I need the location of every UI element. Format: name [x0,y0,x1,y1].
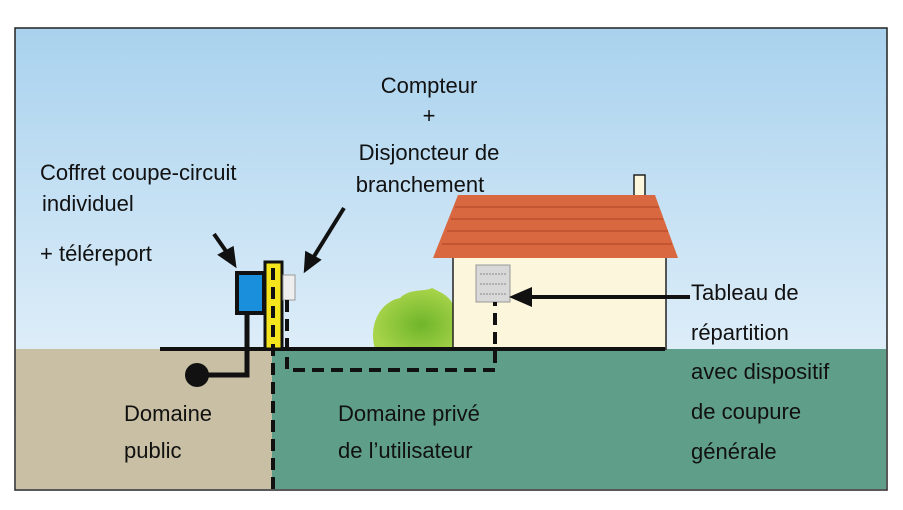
arrow-head-icon [509,286,532,308]
arrow-head-icon [217,245,237,269]
label-disjoncteur-2: branchement [356,172,484,197]
label-tableau-1: Tableau de [691,280,799,305]
label-tableau-3: avec dispositif [691,359,830,384]
disjoncteur-box [282,274,296,301]
label-prive-2: de l’utilisateur [338,438,473,463]
label-public-2: public [124,438,181,463]
coffret-coupe-circuit [235,271,266,315]
label-coffret-2: individuel [42,191,134,216]
label-plus: + [423,103,436,128]
label-teleport: + téléreport [40,241,152,266]
private-cable [285,300,497,372]
label-coffret-1: Coffret coupe-circuit [40,160,236,185]
public-cable [197,313,250,378]
distribution-panel [475,264,511,303]
chimney [633,174,646,198]
disjoncteur-arrow [311,206,346,260]
label-tableau-5: générale [691,439,777,464]
label-tableau-4: de coupure [691,399,801,424]
label-prive-1: Domaine privé [338,401,480,426]
label-disjoncteur-1: Disjoncteur de [359,140,500,165]
arrow-head-icon [303,250,322,274]
label-tableau-2: répartition [691,320,789,345]
label-public-1: Domaine [124,401,212,426]
private-ground [272,349,886,489]
house [433,174,678,350]
bush [372,288,453,349]
public-ground [16,349,272,489]
label-compteur: Compteur [381,73,478,98]
roof [433,195,678,258]
